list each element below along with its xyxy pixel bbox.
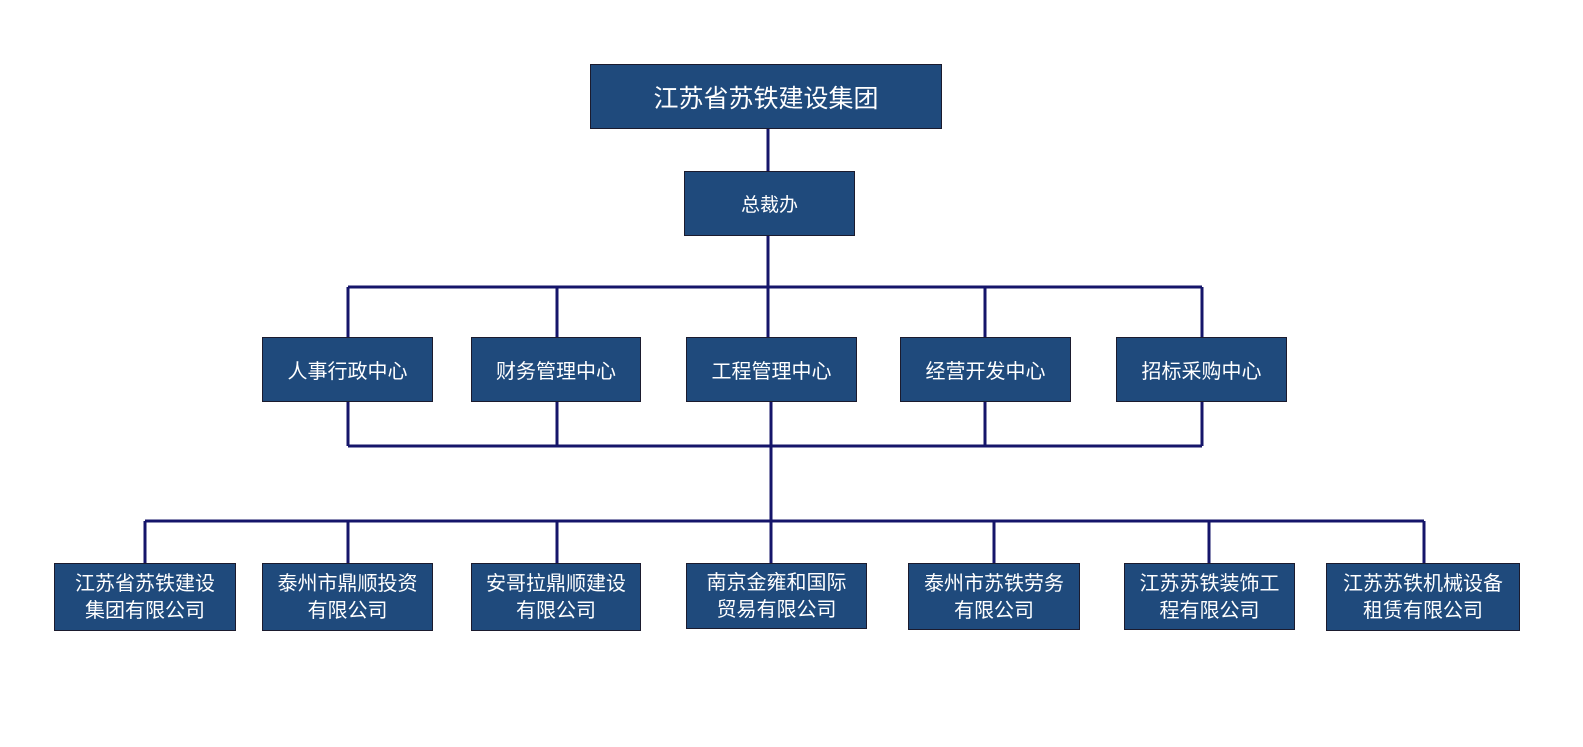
center-node-engineering: 工程管理中心 bbox=[686, 337, 857, 402]
company-label-line: 有限公司 bbox=[954, 597, 1034, 622]
company-node: 江苏苏铁机械设备 租赁有限公司 bbox=[1326, 563, 1520, 631]
company-label-line: 江苏苏铁机械设备 bbox=[1343, 571, 1503, 595]
company-label-line: 程有限公司 bbox=[1159, 597, 1260, 622]
root-label: 江苏省苏铁建设集团 bbox=[653, 83, 879, 113]
company-label-line: 泰州市鼎顺投资 bbox=[277, 571, 418, 595]
center-label: 经营开发中心 bbox=[925, 359, 1046, 383]
president-office-node: 总裁办 bbox=[684, 171, 855, 236]
company-node: 江苏苏铁装饰工 程有限公司 bbox=[1124, 563, 1295, 630]
company-label-line: 江苏苏铁装饰工 bbox=[1139, 570, 1280, 595]
company-label-line: 有限公司 bbox=[307, 598, 388, 622]
company-node: 泰州市苏铁劳务 有限公司 bbox=[908, 563, 1080, 630]
center-label: 招标采购中心 bbox=[1141, 359, 1262, 383]
center-node-hr-admin: 人事行政中心 bbox=[262, 337, 433, 402]
center-node-procurement: 招标采购中心 bbox=[1116, 337, 1287, 402]
company-label-line: 南京金雍和国际 bbox=[706, 570, 847, 594]
company-node: 泰州市鼎顺投资 有限公司 bbox=[262, 563, 433, 631]
center-label: 工程管理中心 bbox=[711, 359, 832, 383]
company-node: 安哥拉鼎顺建设 有限公司 bbox=[471, 563, 641, 631]
center-label: 财务管理中心 bbox=[496, 359, 616, 383]
company-label-line: 集团有限公司 bbox=[85, 598, 205, 622]
company-label-line: 贸易有限公司 bbox=[716, 597, 837, 621]
root-node: 江苏省苏铁建设集团 bbox=[590, 64, 942, 129]
company-node: 南京金雍和国际 贸易有限公司 bbox=[686, 563, 867, 629]
company-label-line: 安哥拉鼎顺建设 bbox=[486, 571, 626, 595]
company-label-line: 有限公司 bbox=[516, 598, 596, 622]
center-label: 人事行政中心 bbox=[287, 359, 408, 383]
center-node-business-dev: 经营开发中心 bbox=[900, 337, 1071, 402]
company-label-line: 泰州市苏铁劳务 bbox=[924, 570, 1064, 595]
company-label-line: 租赁有限公司 bbox=[1363, 598, 1483, 622]
center-node-finance: 财务管理中心 bbox=[471, 337, 641, 402]
company-label-line: 江苏省苏铁建设 bbox=[75, 571, 215, 595]
company-node: 江苏省苏铁建设 集团有限公司 bbox=[54, 563, 236, 631]
president-office-label: 总裁办 bbox=[740, 194, 798, 216]
